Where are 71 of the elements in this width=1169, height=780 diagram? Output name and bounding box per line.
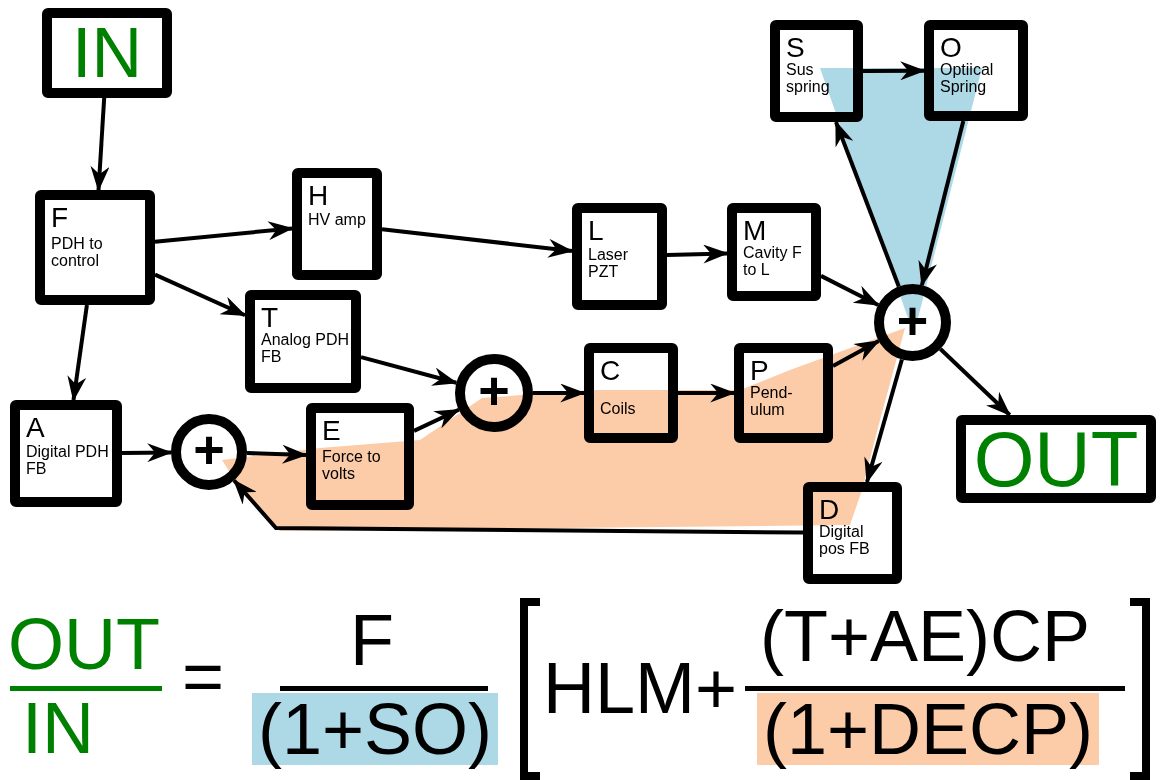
summing-junction [874, 284, 951, 361]
block-description: Sus spring [786, 62, 831, 96]
arrow [666, 244, 729, 264]
block-box [572, 203, 667, 310]
block-box [924, 20, 1028, 121]
arrow [678, 383, 736, 403]
arrow [246, 444, 308, 464]
block-box [727, 203, 821, 301]
block-description: Digital PDH FB [26, 444, 110, 478]
arrow [939, 347, 1012, 417]
block-description: Force to volts [322, 449, 382, 483]
equation-term: HLM+ [543, 652, 738, 724]
block-symbol: C [600, 357, 622, 385]
block-symbol: O [940, 34, 963, 62]
block-symbol: E [322, 417, 342, 445]
block-box [10, 400, 122, 507]
block-symbol: D [819, 496, 841, 524]
block-description: Coils [600, 401, 637, 418]
summing-junction [455, 354, 533, 432]
block-description: Cavity F to L [743, 245, 803, 279]
block-box [245, 290, 361, 393]
equation-term: IN [22, 692, 94, 764]
arrow [154, 221, 294, 244]
block-description: HV amp [308, 212, 367, 229]
arrow [67, 304, 89, 402]
plus-sign: + [478, 363, 510, 417]
block-symbol: P [750, 357, 770, 385]
block-symbol: S [786, 34, 806, 62]
arrow [820, 274, 880, 307]
equation-term: OUT [8, 608, 160, 680]
block-description: Pend- ulum [750, 385, 794, 419]
signal-label: IN [72, 18, 142, 88]
arrow [90, 97, 110, 192]
block-box [35, 190, 155, 305]
equation-term: = [182, 640, 225, 712]
equation-term: F [350, 604, 394, 676]
block-symbol: A [26, 414, 46, 442]
arrow [121, 443, 173, 463]
arrow [413, 407, 461, 433]
signal-label: OUT [973, 420, 1139, 498]
signal-box [956, 415, 1156, 503]
block-description: PDH to control [51, 236, 104, 270]
block-box [584, 343, 678, 443]
arrow [232, 479, 803, 535]
block-box [292, 168, 382, 280]
plus-sign: + [896, 292, 929, 347]
arrow [863, 61, 926, 81]
block-description: Digital pos FB [819, 524, 871, 558]
arrow [154, 272, 247, 318]
block-box [803, 482, 902, 584]
plus-sign: + [193, 422, 225, 476]
block-symbol: T [261, 304, 280, 332]
block-description: Analog PDH FB [261, 332, 351, 366]
arrow [381, 227, 574, 258]
signal-box [42, 8, 172, 98]
arrow [360, 355, 458, 386]
block-symbol: F [51, 204, 70, 232]
block-symbol: M [743, 217, 768, 245]
arrow [832, 339, 881, 368]
block-description: Laser PZT [588, 247, 630, 281]
block-box [770, 20, 863, 122]
arrow [918, 120, 966, 287]
block-box [306, 403, 414, 510]
arrow [533, 383, 586, 403]
arrow [864, 358, 904, 484]
block-symbol: L [588, 217, 605, 245]
arrow [834, 120, 901, 288]
block-description: Optiical Spring [940, 62, 995, 96]
summing-junction [171, 414, 247, 490]
block-box [734, 343, 833, 443]
block-symbol: H [308, 182, 330, 210]
